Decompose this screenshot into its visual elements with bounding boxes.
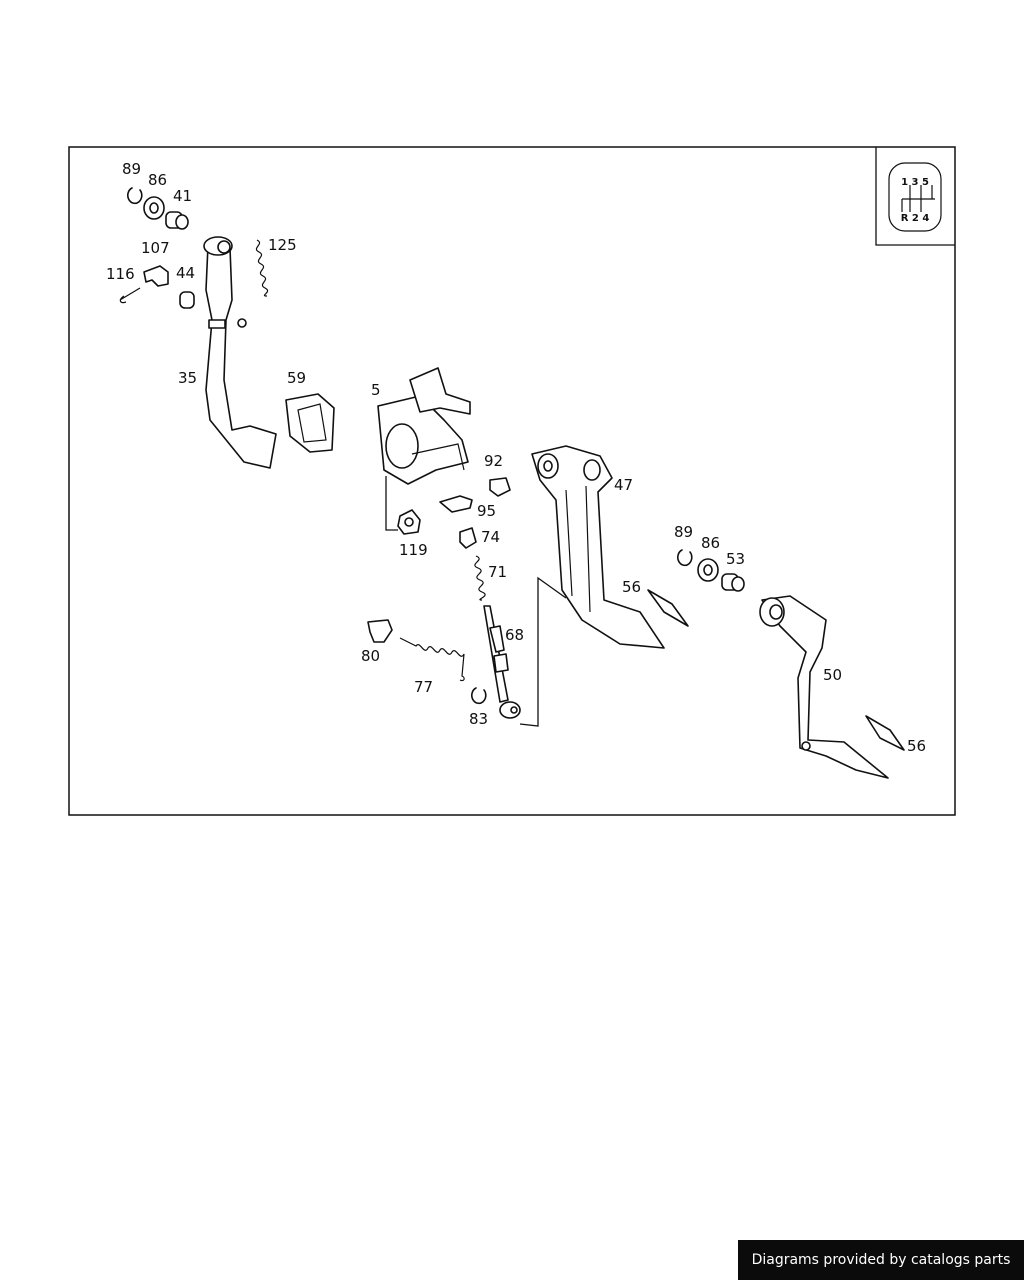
tension-spring-77-part: [399, 637, 465, 682]
callout-80: 80: [361, 647, 380, 665]
callout-53: 53: [726, 550, 745, 568]
gear-pattern-top: 1 3 5: [901, 177, 929, 188]
gear-pattern-inset: 1 3 5 R 2 4: [875, 147, 955, 246]
diagram-frame: [68, 146, 956, 816]
callout-92: 92: [484, 452, 503, 470]
shift-knob-icon: [888, 162, 942, 232]
callout-50: 50: [823, 666, 842, 684]
gear-pattern-bottom: R 2 4: [901, 213, 930, 224]
callout-125: 125: [268, 236, 297, 254]
brake-pedal-47-part: [531, 445, 665, 649]
callout-68: 68: [505, 626, 524, 644]
clip-92-part: [489, 477, 511, 497]
callout-5: 5: [371, 381, 381, 399]
retaining-clip-89-part: [126, 187, 143, 205]
callout-47: 47: [614, 476, 633, 494]
callout-44: 44: [176, 264, 195, 282]
callout-95: 95: [477, 502, 496, 520]
washer-86b-part: [697, 558, 719, 582]
bushing-53-part: [721, 573, 745, 592]
pedal-bracket-5-part: [377, 367, 471, 485]
callout-77: 77: [414, 678, 433, 696]
cotter-pin-116-part: [119, 287, 141, 304]
nut-74-part: [459, 527, 477, 549]
callout-59: 59: [287, 369, 306, 387]
callout-86b: 86: [701, 534, 720, 552]
callout-119: 119: [399, 541, 428, 559]
retaining-clip-89b-part: [676, 549, 693, 567]
return-spring-125-part: [255, 239, 269, 297]
bracket-95-part: [439, 495, 473, 513]
callout-74: 74: [481, 528, 500, 546]
callout-56b: 56: [907, 737, 926, 755]
credit-banner: Diagrams provided by catalogs parts: [738, 1240, 1024, 1280]
leader-line-68: [519, 576, 567, 727]
callout-41: 41: [173, 187, 192, 205]
bush-44-part: [179, 291, 195, 309]
clutch-pedal-35-part: [203, 236, 277, 469]
pedal-rubber-56b-part: [865, 715, 905, 751]
pedal-50-part: [759, 595, 889, 779]
callout-56a: 56: [622, 578, 641, 596]
push-rod-68-part: [483, 605, 521, 719]
pedal-rubber-56a-part: [647, 589, 689, 627]
callout-71: 71: [488, 563, 507, 581]
nut-119-part: [397, 509, 421, 535]
clip-83-part: [470, 687, 487, 705]
callout-89: 89: [122, 160, 141, 178]
callout-labels: 89 86 41 107 125 116 44 35 59 5 92 47 95…: [106, 160, 926, 755]
callout-116: 116: [106, 265, 135, 283]
stop-107-part: [143, 265, 169, 287]
buffer-80-part: [367, 619, 393, 643]
bushing-41-part: [165, 211, 189, 230]
callout-89b: 89: [674, 523, 693, 541]
callout-86: 86: [148, 171, 167, 189]
callout-35: 35: [178, 369, 197, 387]
leader-line-5: [385, 476, 398, 531]
pedal-pad-59-part: [285, 393, 335, 453]
callout-83: 83: [469, 710, 488, 728]
callout-107: 107: [141, 239, 170, 257]
washer-86-part: [143, 196, 165, 220]
spring-71-part: [474, 555, 486, 601]
